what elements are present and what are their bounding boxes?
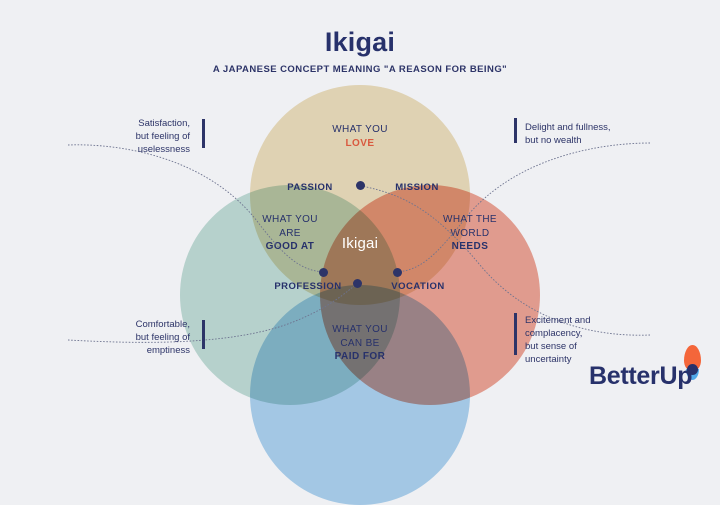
caption-paid-line2: CAN BE xyxy=(340,337,380,349)
center-label-ikigai: Ikigai xyxy=(341,235,379,252)
label-passion: PASSION xyxy=(287,182,333,193)
annotation-bottom-left: Comfortable, but feeling of emptiness xyxy=(60,318,190,357)
annotation-top-left-line1: Satisfaction, xyxy=(138,118,190,129)
annotation-bottom-left-line2: but feeling of xyxy=(135,332,190,343)
label-profession: PROFESSION xyxy=(274,281,342,292)
annotation-bottom-right-line1: Excitement and xyxy=(525,315,591,326)
page-subtitle: A JAPANESE CONCEPT MEANING "A REASON FOR… xyxy=(212,64,508,75)
annotation-bottom-right-line3: but sense of xyxy=(525,341,577,352)
betterup-logo-text: BetterUp xyxy=(589,362,693,390)
caption-good-at-line2: ARE xyxy=(279,227,301,239)
dot-right xyxy=(393,268,402,277)
annotation-bar-bottom-right xyxy=(514,313,517,355)
caption-good-at: WHAT YOU ARE GOOD AT xyxy=(230,213,350,254)
caption-love-bold: LOVE xyxy=(345,137,375,149)
caption-good-at-line1: WHAT YOU xyxy=(262,214,318,225)
annotation-top-left: Satisfaction, but feeling of uselessness xyxy=(60,117,190,156)
betterup-logo[interactable]: BetterUp xyxy=(589,345,709,396)
venn-diagram: WHAT YOU LOVE WHAT YOU ARE GOOD AT WHAT … xyxy=(67,85,651,505)
annotation-bottom-left-line3: emptiness xyxy=(146,345,190,356)
annotation-bar-bottom-left xyxy=(202,320,205,349)
caption-good-at-bold: GOOD AT xyxy=(265,241,315,252)
dot-bottom xyxy=(353,279,362,288)
caption-needs: WHAT THE WORLD NEEDS xyxy=(410,213,530,254)
ikigai-infographic: Ikigai A JAPANESE CONCEPT MEANING "A REA… xyxy=(60,27,709,505)
caption-love-line1: WHAT YOU xyxy=(332,124,388,135)
caption-needs-line1: WHAT THE xyxy=(443,214,497,225)
connector-top-right xyxy=(396,142,651,273)
dot-top xyxy=(356,181,365,190)
balloon-navy-icon xyxy=(687,364,698,375)
connector-bottom-right xyxy=(361,185,651,336)
annotation-bottom-left-line1: Comfortable, xyxy=(135,319,190,330)
page-title: Ikigai xyxy=(324,27,396,57)
caption-needs-line2: WORLD xyxy=(450,227,490,239)
annotation-bar-top-left xyxy=(202,119,205,148)
caption-paid-bold: PAID FOR xyxy=(334,351,386,362)
caption-needs-bold: NEEDS xyxy=(451,241,489,252)
connector-bottom-left xyxy=(67,283,358,343)
connector-top-left xyxy=(67,144,324,273)
connector-lines xyxy=(67,142,651,343)
annotation-bar-top-right xyxy=(514,118,517,143)
caption-paid-line1: WHAT YOU xyxy=(332,324,388,335)
caption-paid: WHAT YOU CAN BE PAID FOR xyxy=(300,323,420,364)
annotation-top-left-line2: but feeling of xyxy=(135,131,190,142)
dot-left xyxy=(319,268,328,277)
label-vocation: VOCATION xyxy=(391,281,445,292)
annotation-bottom-right-line4: uncertainty xyxy=(525,354,572,365)
annotation-top-right-line1: Delight and fullness, xyxy=(525,122,611,133)
annotation-bottom-right: Excitement and complacency, but sense of… xyxy=(525,314,685,366)
annotation-bottom-right-line2: complacency, xyxy=(525,328,583,339)
caption-love: WHAT YOU LOVE xyxy=(300,123,420,150)
annotation-top-right: Delight and fullness, but no wealth xyxy=(525,121,685,147)
label-mission: MISSION xyxy=(395,182,439,193)
annotation-top-left-line3: uselessness xyxy=(137,144,190,155)
annotation-top-right-line2: but no wealth xyxy=(525,135,582,146)
